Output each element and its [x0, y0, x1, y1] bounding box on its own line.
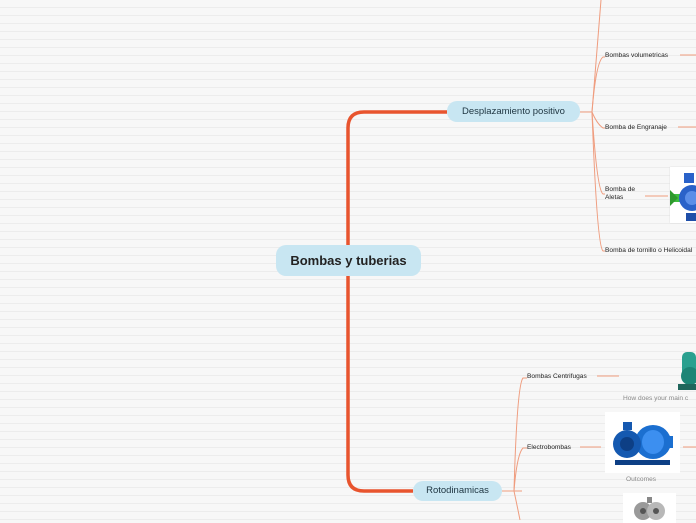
centrifugal-pump-image[interactable] [676, 348, 696, 394]
leaf-electrobombas[interactable]: Electrobombas [527, 444, 571, 451]
leaf-bomba-engranaje[interactable]: Bomba de Engranaje [605, 124, 667, 131]
caption-electrobombas: Outcomes [626, 476, 656, 483]
branch-desplazamiento-positivo[interactable]: Desplazamiento positivo [447, 101, 580, 122]
root-topic[interactable]: Bombas y tuberias [276, 245, 421, 276]
caption-bombas-centrifugas: How does your main c [623, 395, 688, 402]
branch-rotodinamicas[interactable]: Rotodinamicas [413, 481, 502, 501]
leaf-bomba-aletas[interactable]: Bomba de Aletas [605, 186, 635, 202]
leaf-bombas-centrifugas[interactable]: Bombas Centrifugas [527, 373, 587, 380]
vane-pump-image[interactable] [670, 167, 696, 223]
leaf-bomba-tornillo[interactable]: Bomba de tornillo o Helicoidal [605, 247, 692, 254]
leaf-bombas-volumetricas[interactable]: Bombas volumetricas [605, 52, 668, 59]
electropump-image[interactable] [605, 412, 680, 473]
gear-pump-image[interactable] [623, 493, 676, 523]
